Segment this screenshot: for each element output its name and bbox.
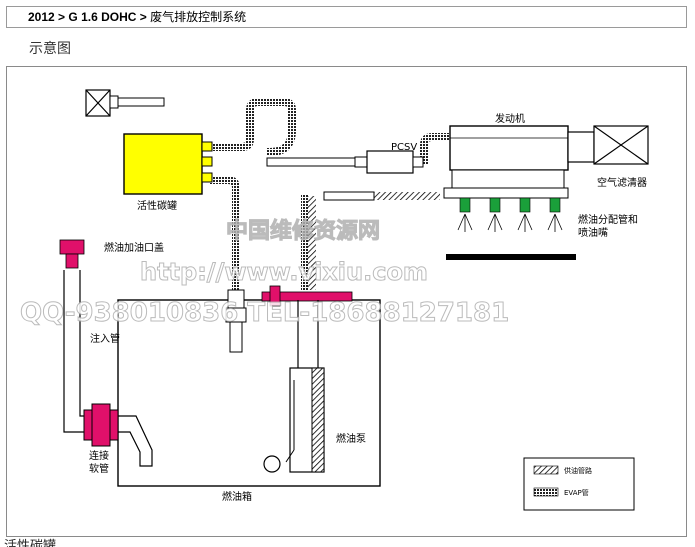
canister-vent-filter <box>85 89 119 117</box>
watermark-line3: QQ-938010836 TEL-18688127181 <box>20 298 509 328</box>
section-title: 示意图 <box>29 41 71 57</box>
label-air-filter: 空气滤清器 <box>597 176 647 189</box>
breadcrumb-separator: > <box>58 10 66 24</box>
engine <box>443 125 595 199</box>
charcoal-canister <box>123 133 213 195</box>
evap-line-canister-top <box>210 98 296 156</box>
legend: 供油管路 EVAP管 <box>523 457 635 511</box>
label-hose-2: 软管 <box>89 462 109 475</box>
breadcrumb: 2012 > G 1.6 DOHC > 废气排放控制系统 <box>6 6 687 28</box>
label-fuel-rail-1: 燃油分配管和 <box>578 213 638 226</box>
label-fuel-tank: 燃油箱 <box>222 490 252 503</box>
pipe-fuel-rail <box>323 191 375 201</box>
legend-fuel-swatch <box>533 465 559 475</box>
legend-evap-label: EVAP管 <box>564 488 589 497</box>
label-fuel-pump: 燃油泵 <box>336 432 366 445</box>
label-canister: 活性碳罐 <box>137 199 177 212</box>
breadcrumb-engine[interactable]: G 1.6 DOHC <box>68 10 137 24</box>
watermark-line1: 中国维修资源网 <box>226 218 380 244</box>
label-pcsv: PCSV <box>391 142 417 153</box>
legend-evap-swatch <box>533 487 559 497</box>
watermark: 中国维修资源网 http://www.vixiu.com QQ-93801083… <box>20 218 510 329</box>
fuel-pump-flange <box>261 285 353 307</box>
diagram-frame <box>6 66 687 537</box>
fuel-injectors <box>446 197 576 260</box>
next-section-title: 活性碳罐 <box>4 539 57 547</box>
breadcrumb-year[interactable]: 2012 <box>28 10 55 24</box>
label-engine: 发动机 <box>495 112 525 125</box>
watermark-line2: http://www.vixiu.com <box>140 258 428 286</box>
filler-neck <box>59 239 153 467</box>
label-filler-pipe: 注入管 <box>90 332 120 345</box>
label-filler-cap: 燃油加油口盖 <box>104 241 164 254</box>
legend-fuel-label: 供油管路 <box>564 466 592 475</box>
fuel-tank <box>117 299 381 487</box>
fuel-pump-module <box>263 300 325 473</box>
breadcrumb-current-page: 废气排放控制系统 <box>150 10 247 24</box>
label-fuel-rail-2: 喷油嘴 <box>578 226 608 239</box>
fuel-lines <box>308 192 440 290</box>
pipe-air-vent <box>117 97 165 107</box>
pipe-canister-pcsv <box>266 157 356 167</box>
breadcrumb-separator: > <box>139 10 147 24</box>
evap-line-pcsv-engine <box>420 133 450 165</box>
evap-lines <box>210 98 450 290</box>
rollover-valve <box>225 289 247 353</box>
evap-line-canister-tank <box>210 176 240 290</box>
label-hose-1: 连接 <box>89 449 109 462</box>
air-filter <box>593 125 649 165</box>
pcsv-valve <box>354 150 424 174</box>
